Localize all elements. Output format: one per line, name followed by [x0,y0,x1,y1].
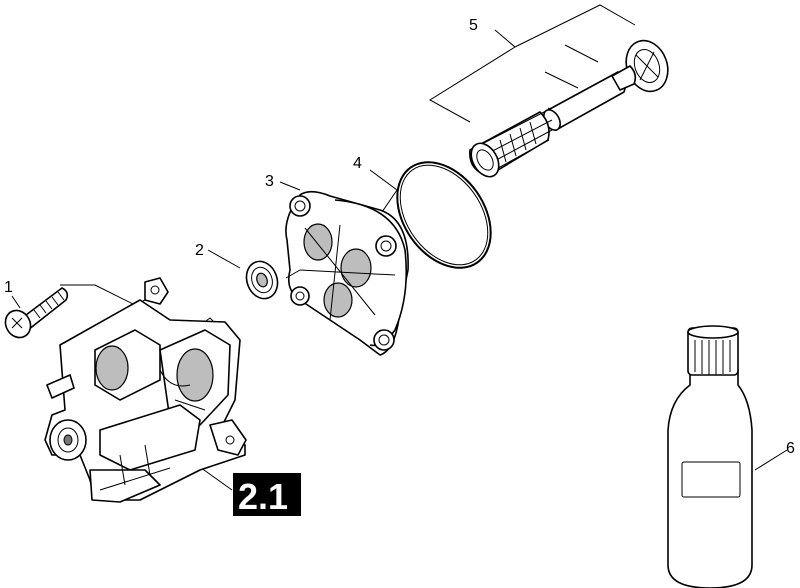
part-2-nut: 2 [195,242,301,300]
assembly-number-badge: 2.1 [233,473,301,517]
leader-line-5 [429,29,516,123]
spring [469,109,553,178]
part-4-o-ring: 4 [353,155,492,269]
callout-6: 6 [786,440,795,457]
pump-housing [44,277,247,503]
callout-2: 2 [195,242,204,259]
leader-line-2 [207,249,241,269]
leader-line-1 [11,295,21,309]
part-1-screw: 1 [4,279,69,339]
badge-label: 2.1 [238,476,288,517]
part-6-oil-bottle: 6 [667,325,795,588]
leader-line-6 [754,449,788,471]
callout-4: 4 [353,155,362,172]
leader-line-3 [279,181,301,191]
callout-5: 5 [469,17,478,34]
valve-pin [543,65,637,131]
callout-1: 1 [4,279,13,296]
retaining-ring [625,39,669,93]
part-3-valve-plate: 3 [265,173,409,356]
part-5-pin-spring-assembly: 5 [429,4,669,178]
callout-3: 3 [265,173,274,190]
